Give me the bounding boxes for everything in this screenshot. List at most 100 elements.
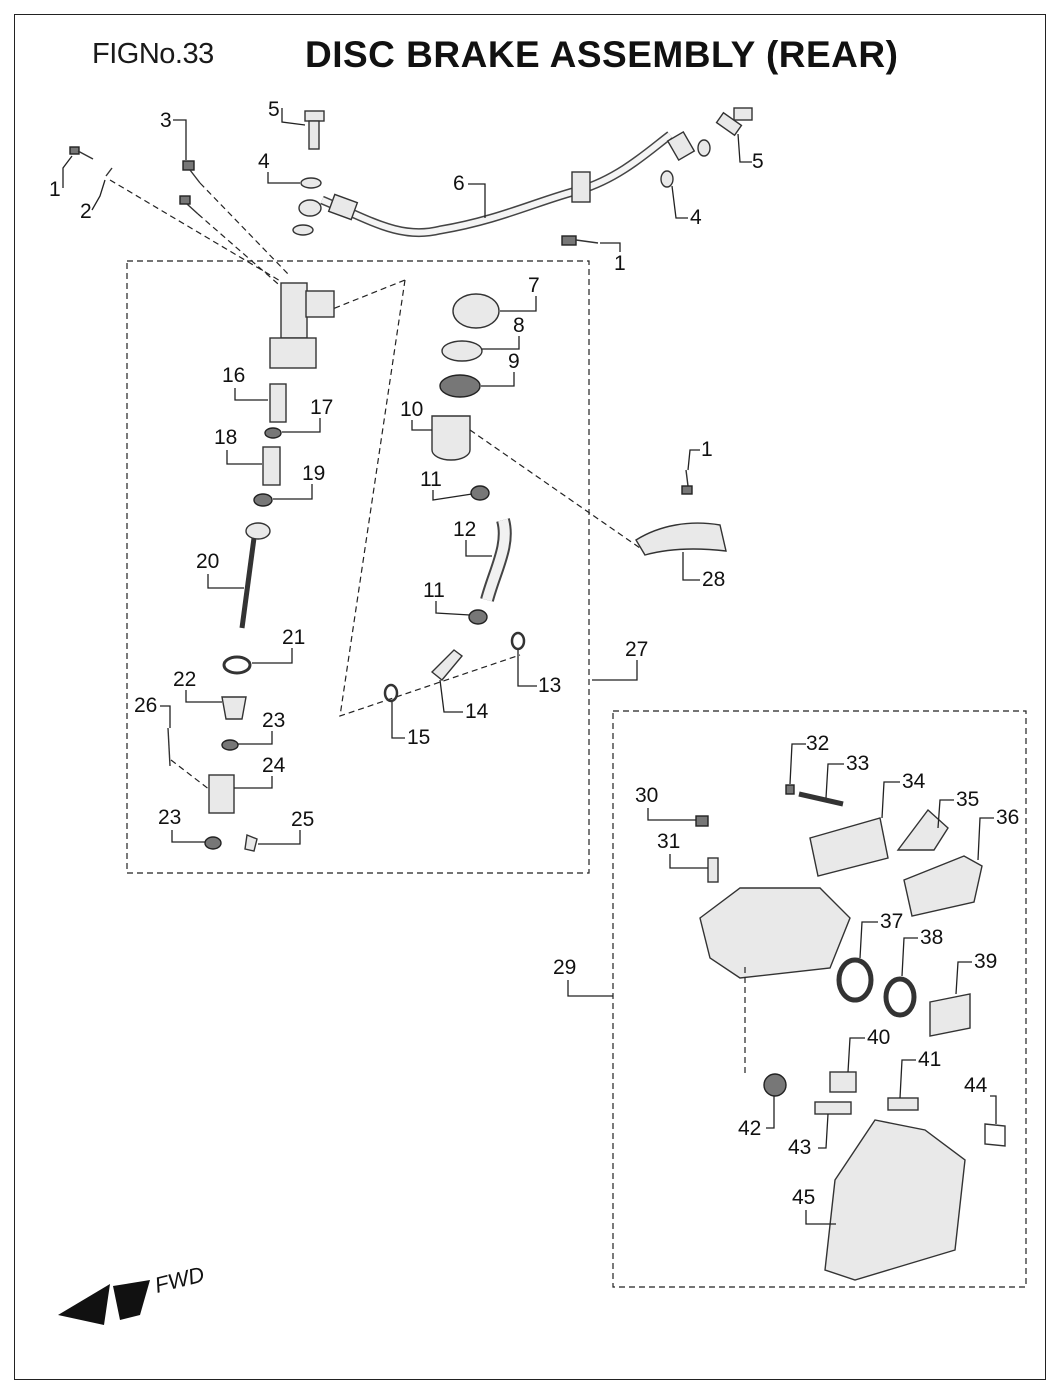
page-frame: [14, 14, 1046, 1380]
piston-part-18: [262, 446, 281, 486]
bolt-part-3: [179, 160, 201, 215]
brake-pad-part-34: [809, 817, 889, 877]
cotter-pin-part-26: [167, 727, 171, 767]
boot-part-42: [763, 1073, 787, 1097]
callout-label: 21: [282, 626, 305, 649]
callout-label: 42: [738, 1117, 761, 1140]
callout-label: 10: [400, 398, 423, 421]
nut-part-23-upper: [221, 739, 239, 751]
callout-label: 14: [465, 700, 489, 723]
callout-11: 11: [420, 468, 473, 501]
callout-23: 23: [238, 709, 285, 745]
washer-part-4-right: [697, 139, 711, 157]
callout-43: 43: [788, 1113, 829, 1159]
banjo-bolt-part-5-right: [715, 107, 753, 137]
push-rod-part-20: [239, 522, 271, 629]
seal-part-38: [883, 976, 917, 1018]
hose-clamp: [571, 171, 591, 203]
callout-13: 13: [517, 650, 561, 697]
seal-part-19: [253, 493, 273, 507]
reservoir-assembly-guide: [339, 279, 521, 717]
callout-label: 25: [291, 808, 314, 831]
master-cylinder-group-box: [126, 260, 590, 874]
callout-35: 35: [937, 788, 979, 829]
banjo-bolt-part-5-left: [304, 110, 325, 150]
callout-label: 15: [407, 726, 430, 749]
callout-label: 22: [173, 668, 196, 691]
clip-part-11-lower: [468, 609, 488, 625]
pad-spring-part-35: [896, 808, 949, 851]
callout-23: 23: [158, 806, 205, 843]
bolt-part-1-left: [69, 146, 94, 160]
screw-part-1-bracket: [681, 469, 693, 495]
callout-29: 29: [553, 956, 613, 997]
callout-label: 2: [80, 200, 92, 223]
callout-label: 17: [310, 396, 333, 419]
callout-label: 35: [956, 788, 979, 811]
pin-part-25: [244, 834, 258, 852]
bleeder-valve-part-31: [707, 857, 719, 883]
callout-1: 1: [49, 155, 73, 201]
boot-part-22: [221, 696, 247, 720]
callout-8: 8: [482, 314, 525, 350]
master-cylinder-body: [269, 282, 335, 369]
diaphragm-part-9: [439, 374, 481, 398]
callout-11: 11: [423, 579, 471, 616]
callout-label: 45: [792, 1186, 815, 1209]
brake-pad-part-36: [903, 855, 983, 917]
callout-27: 27: [592, 638, 648, 681]
callout-16: 16: [222, 364, 268, 401]
callout-label: 13: [538, 674, 561, 697]
callout-40: 40: [847, 1026, 890, 1073]
callout-39: 39: [955, 950, 997, 995]
callout-label: 6: [453, 172, 465, 195]
callout-24: 24: [234, 754, 286, 789]
callout-12: 12: [453, 518, 492, 557]
callout-label: 11: [423, 579, 445, 602]
reservoir-bracket-part-28: [635, 522, 727, 556]
slide-pin-part-41: [887, 1097, 919, 1111]
callout-17: 17: [282, 396, 333, 433]
callout-label: 12: [453, 518, 476, 541]
spring-part-16: [269, 383, 287, 423]
callout-label: 32: [806, 732, 829, 755]
callout-label: 5: [268, 98, 280, 121]
callout-22: 22: [173, 668, 222, 703]
callout-label: 39: [974, 950, 997, 973]
callout-label: 1: [614, 252, 626, 275]
callout-label: 38: [920, 926, 943, 949]
callout-label: 8: [513, 314, 525, 337]
callout-32: 32: [789, 732, 829, 785]
caliper-bracket-part-45: [824, 1119, 966, 1281]
callout-4: 4: [671, 185, 702, 229]
caliper-group-box: [612, 710, 1027, 1288]
callout-21: 21: [252, 626, 305, 664]
clevis-part-24: [208, 774, 235, 814]
callout-label: 36: [996, 806, 1019, 829]
callout-label: 40: [867, 1026, 890, 1049]
callout-31: 31: [657, 830, 708, 869]
callout-label: 5: [752, 150, 764, 173]
piston-part-39: [929, 993, 971, 1037]
circlip-part-21: [222, 655, 252, 675]
callout-1: 1: [600, 242, 626, 275]
fwd-label: FWD: [152, 1261, 207, 1297]
callout-label: 23: [262, 709, 285, 732]
bolt-part-1-right: [561, 235, 599, 246]
washer-part-4-left: [300, 177, 322, 189]
callout-label: 33: [846, 752, 869, 775]
callout-28: 28: [682, 552, 725, 591]
clip-part-44: [984, 1123, 1006, 1147]
callout-3: 3: [160, 109, 187, 160]
callout-4: 4: [258, 150, 300, 184]
callout-label: 3: [160, 109, 172, 132]
bleeder-cap-part-30: [695, 815, 709, 827]
nut-part-23-lower: [204, 836, 222, 850]
callout-1: 1: [687, 438, 713, 471]
slide-pin-part-43: [814, 1101, 852, 1115]
callout-label: 24: [262, 754, 286, 777]
callout-5: 5: [737, 133, 764, 173]
pin-plug-part-32: [785, 784, 795, 795]
callout-5: 5: [268, 98, 306, 126]
